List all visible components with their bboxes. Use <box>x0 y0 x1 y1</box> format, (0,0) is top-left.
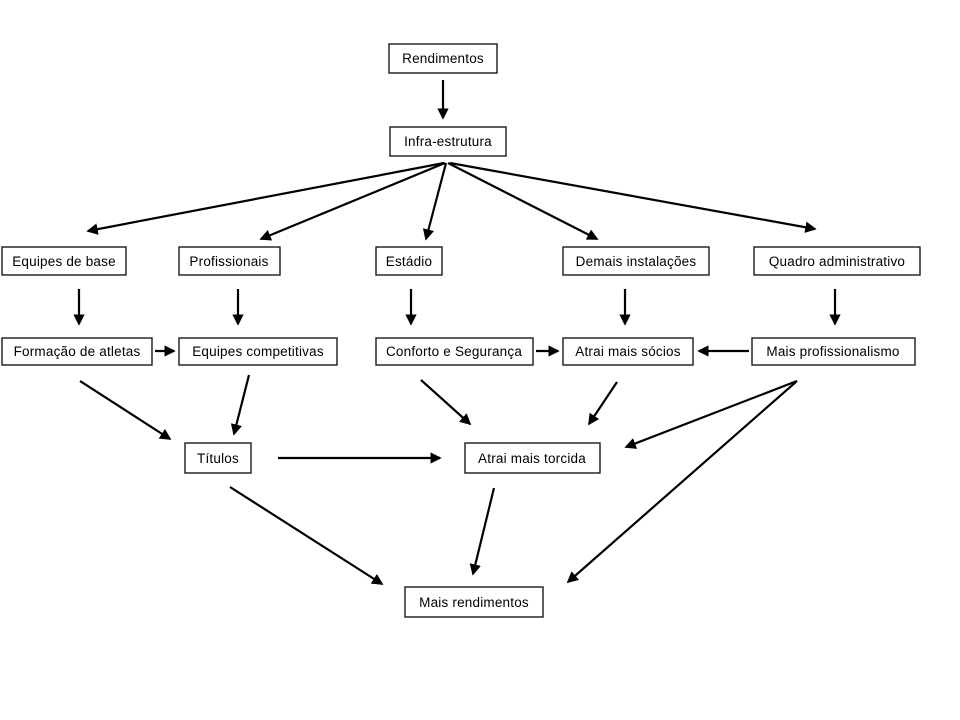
svg-text:Equipes competitivas: Equipes competitivas <box>192 344 324 359</box>
nodes-group: Rendimentos Infra-estrutura Equipes de b… <box>1 43 921 618</box>
arrow-conforto-to-atrai-torcida <box>420 379 472 426</box>
arrow-formacao-to-titulos <box>79 380 172 440</box>
svg-text:Títulos: Títulos <box>197 451 239 466</box>
node-formacao-de-atletas: Formação de atletas <box>1 337 153 366</box>
node-equipes-de-base: Equipes de base <box>1 246 127 276</box>
svg-text:Quadro administrativo: Quadro administrativo <box>769 254 905 269</box>
node-mais-rendimentos: Mais rendimentos <box>404 586 544 618</box>
svg-text:Formação de atletas: Formação de atletas <box>14 344 141 359</box>
arrow-mais-profissionalismo-to-mais-rendimentos <box>566 380 798 584</box>
svg-text:Mais profissionalismo: Mais profissionalismo <box>766 344 899 359</box>
arrow-titulos-to-mais-rendimentos <box>229 486 384 585</box>
node-atrai-mais-torcida: Atrai mais torcida <box>464 442 601 474</box>
arrow-mais-profissionalismo-to-atrai-torcida <box>624 379 798 449</box>
arrow-infraestrutura-to-quadro-administrativo <box>449 161 817 233</box>
svg-text:Conforto e Segurança: Conforto e Segurança <box>386 344 522 359</box>
arrow-atrai-socios-to-atrai-torcida <box>588 381 618 426</box>
svg-text:Mais rendimentos: Mais rendimentos <box>419 595 529 610</box>
svg-text:Infra-estrutura: Infra-estrutura <box>404 134 492 149</box>
node-rendimentos: Rendimentos <box>388 43 498 74</box>
svg-text:Demais instalações: Demais instalações <box>576 254 697 269</box>
node-demais-instalacoes: Demais instalações <box>562 246 710 276</box>
edges-group <box>73 80 841 585</box>
svg-text:Profissionais: Profissionais <box>189 254 268 269</box>
node-titulos: Títulos <box>184 442 252 474</box>
svg-text:Estádio: Estádio <box>386 254 432 269</box>
arrow-infraestrutura-to-demais-instalacoes <box>447 162 599 240</box>
node-estadio: Estádio <box>375 246 443 276</box>
node-conforto-e-seguranca: Conforto e Segurança <box>375 337 534 366</box>
svg-text:Atrai mais torcida: Atrai mais torcida <box>478 451 586 466</box>
arrow-infraestrutura-to-equipes-de-base <box>86 161 445 235</box>
arrow-atrai-torcida-to-mais-rendimentos <box>469 487 496 576</box>
node-profissionais: Profissionais <box>178 246 281 276</box>
arrow-infraestrutura-to-estadio <box>422 162 448 241</box>
node-atrai-mais-socios: Atrai mais sócios <box>562 337 694 366</box>
node-equipes-competitivas: Equipes competitivas <box>178 337 338 366</box>
arrow-infraestrutura-to-profissionais <box>259 161 446 241</box>
node-quadro-administrativo: Quadro administrativo <box>753 246 921 276</box>
svg-text:Atrai mais sócios: Atrai mais sócios <box>575 344 680 359</box>
arrow-equipes-competitivas-to-titulos <box>230 374 251 436</box>
node-infra-estrutura: Infra-estrutura <box>389 126 507 157</box>
svg-text:Equipes de base: Equipes de base <box>12 254 116 269</box>
node-mais-profissionalismo: Mais profissionalismo <box>751 337 916 366</box>
svg-text:Rendimentos: Rendimentos <box>402 51 484 66</box>
